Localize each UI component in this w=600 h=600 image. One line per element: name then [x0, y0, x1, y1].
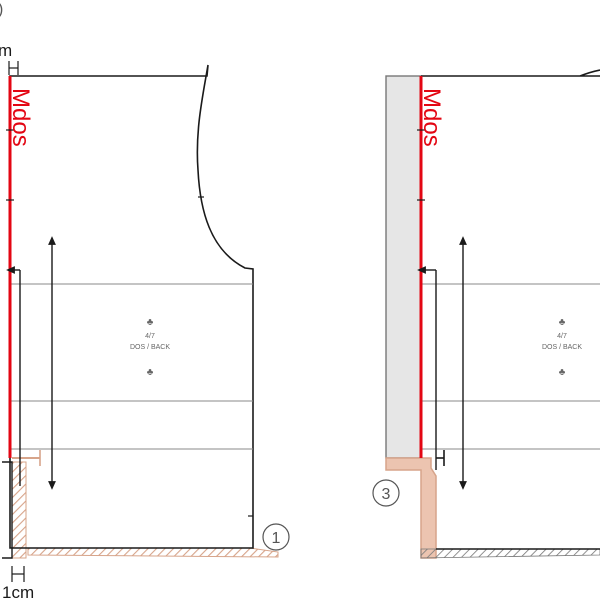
left-notches — [198, 196, 253, 517]
right-piece-label: ♣ 4/7 DOS / BACK ♣ — [542, 317, 582, 378]
left-grid-lines — [10, 283, 253, 450]
left-bottom-measure-bracket — [11, 566, 25, 582]
left-hem-allowance — [27, 547, 279, 558]
right-hem-allowance — [420, 548, 600, 559]
left-top-measure-label: 1cm — [0, 41, 12, 60]
left-tree-icon-bottom: ♣ — [147, 367, 154, 378]
left-seam-label: Mdos — [7, 88, 34, 147]
right-tree-icon-bottom: ♣ — [559, 367, 566, 378]
left-top-measure-bracket — [8, 61, 19, 75]
right-seam-label: Mdos — [418, 88, 445, 147]
left-piece-label: ♣ 4/7 DOS / BACK ♣ — [130, 317, 170, 378]
right-piece-number: 4/7 — [557, 333, 567, 340]
left-piece-name: DOS / BACK — [130, 344, 170, 351]
step-1-circle — [262, 523, 290, 551]
right-piece-name: DOS / BACK — [542, 344, 582, 351]
right-hem-allowance-corner — [385, 457, 437, 559]
left-lower-step-outline — [2, 461, 13, 559]
left-seam-ticks — [6, 129, 14, 201]
right-tree-icon-top: ♣ — [559, 317, 566, 328]
left-bottom-measure-label: 1cm — [2, 583, 34, 600]
left-piece-number: 4/7 — [145, 333, 155, 340]
step-1-number: 1 — [272, 530, 281, 547]
left-step-circle-fragment: ) — [0, 1, 3, 18]
right-fold-panel — [385, 75, 422, 459]
step-3-circle — [372, 479, 400, 507]
step-3-number: 3 — [382, 486, 391, 503]
right-grid-lines — [421, 283, 600, 450]
left-tree-icon-top: ♣ — [147, 317, 154, 328]
left-side-allowance — [11, 461, 27, 559]
left-pattern-outline — [9, 64, 254, 549]
right-seam-ticks — [417, 129, 425, 201]
left-panel: ) 1cm Mdos — [0, 1, 290, 600]
right-panel: Mdos ♣ 4/7 DOS / BACK ♣ 3 — [372, 69, 600, 559]
right-pattern-outline — [421, 69, 600, 550]
